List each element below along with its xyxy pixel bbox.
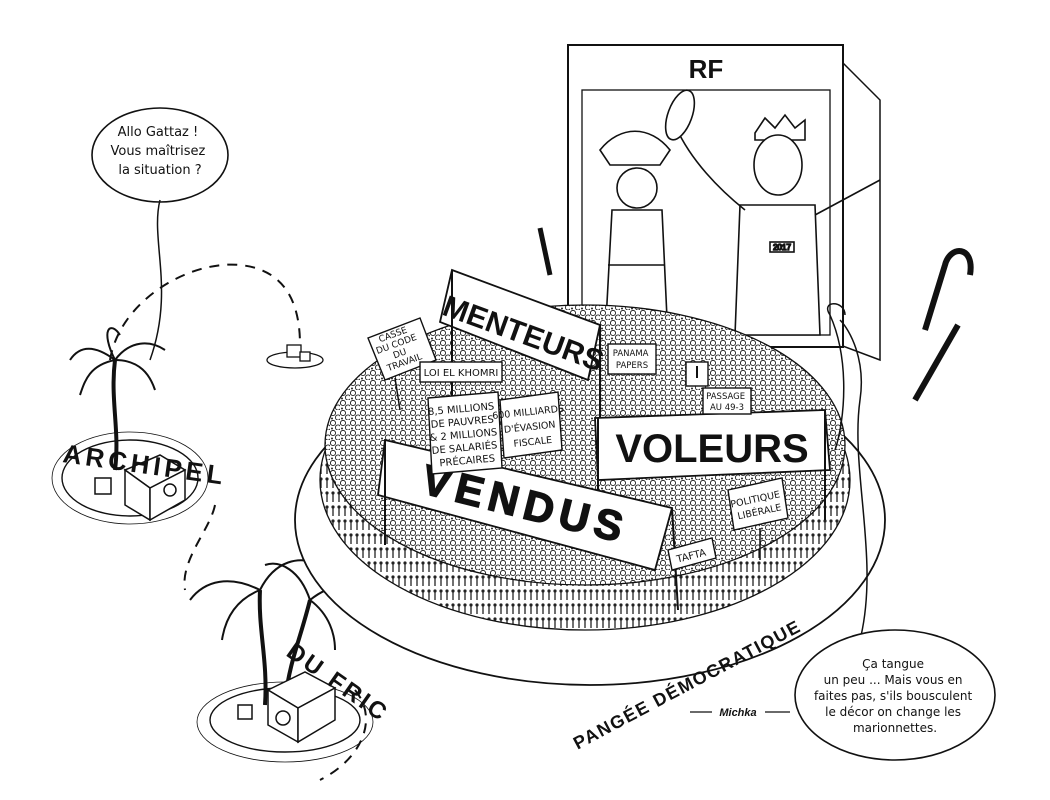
sign-tafta: TAFTA <box>667 537 717 571</box>
island-bottom: DU FRIC <box>189 559 394 763</box>
sign-pauvres: 8,5 MILLIONS DE PAUVRES & 2 MILLIONS DE … <box>427 391 503 475</box>
svg-text:PASSAGE AU 49-3: PASSAGE AU 49-3 <box>706 392 748 413</box>
bubble-line: marionnettes. <box>853 721 937 735</box>
bubble-line: Vous maîtrisez <box>110 144 205 159</box>
palm-tree-icon <box>69 327 166 396</box>
signature: Michka <box>690 707 790 719</box>
sign-loi-el-khomri: LOI EL KHOMRI <box>419 361 503 383</box>
bubble-line: Allo Gattaz ! <box>118 125 199 140</box>
sign-line: FISCALE <box>513 435 553 450</box>
bubble-line: la situation ? <box>118 163 201 178</box>
signature-text: Michka <box>719 707 756 719</box>
striped-pole-icon <box>912 323 961 402</box>
sign-evasion-fiscale: 600 MILLIARDS D'ÉVASION FISCALE <box>492 391 565 459</box>
speech-bubble-president: Ça tangue un peu ... Mais vous en faites… <box>794 319 996 761</box>
sign-line: AU 49-3 <box>710 403 744 413</box>
sign-line: D'ÉVASION <box>503 418 556 435</box>
bubble-line: un peu ... Mais vous en <box>824 673 963 687</box>
banner-voleurs: VOLEURS <box>594 409 831 530</box>
dashed-route <box>109 263 367 781</box>
bubble-line: faites pas, s'ils bousculent <box>814 689 973 703</box>
sign-line: PANAMA <box>613 349 649 359</box>
bubble-line: Ça tangue <box>862 657 924 671</box>
sign-casse-code-travail: CASSE DU CODE DU TRAVAIL <box>367 317 437 411</box>
palm-tree-icon <box>189 559 371 651</box>
sign-blank <box>685 361 709 387</box>
badge-2017: 2017 <box>773 243 791 252</box>
sign-line: PASSAGE <box>706 392 745 402</box>
island-left: ARCHIPEL <box>51 327 229 525</box>
sign-line: DE PAUVRES <box>430 414 494 430</box>
puppet-president: 2017 <box>664 89 881 336</box>
speech-bubble-gattaz: Allo Gattaz ! Vous maîtrisez la situatio… <box>91 107 229 361</box>
sign-panama-papers: PANAMA PAPERS <box>607 343 657 375</box>
sign-politique-liberale: POLITIQUE LIBÉRALE <box>727 477 789 560</box>
presidential-frame: RF 2017 <box>537 44 974 402</box>
safe-icon <box>94 454 187 522</box>
sign-passage-49-3: PASSAGE AU 49-3 <box>702 387 752 415</box>
sign-line: LOI EL KHOMRI <box>424 368 499 379</box>
bubble-line: le décor on change les <box>825 705 961 719</box>
sign-line: PAPERS <box>616 361 648 371</box>
svg-text:PANAMA PAPERS: PANAMA PAPERS <box>613 349 651 371</box>
svg-text:Ça tangue un peu ... Mai: Ça tangue un peu ... Mais vous en faites… <box>814 657 976 735</box>
striped-post-icon <box>537 227 553 276</box>
safe-icon <box>237 671 337 744</box>
banner-text: VOLEURS <box>615 427 808 471</box>
candy-cane-icon <box>922 248 974 331</box>
floating-safes <box>266 344 324 369</box>
rf-monogram: RF <box>689 54 724 84</box>
svg-text:CASSE DU CODE DU: CASSE DU CODE DU TRAVAIL <box>372 323 428 376</box>
svg-text:Allo Gattaz ! Vous maîtr: Allo Gattaz ! Vous maîtrisez la situatio… <box>110 125 209 178</box>
sign-line: DU <box>392 347 408 361</box>
